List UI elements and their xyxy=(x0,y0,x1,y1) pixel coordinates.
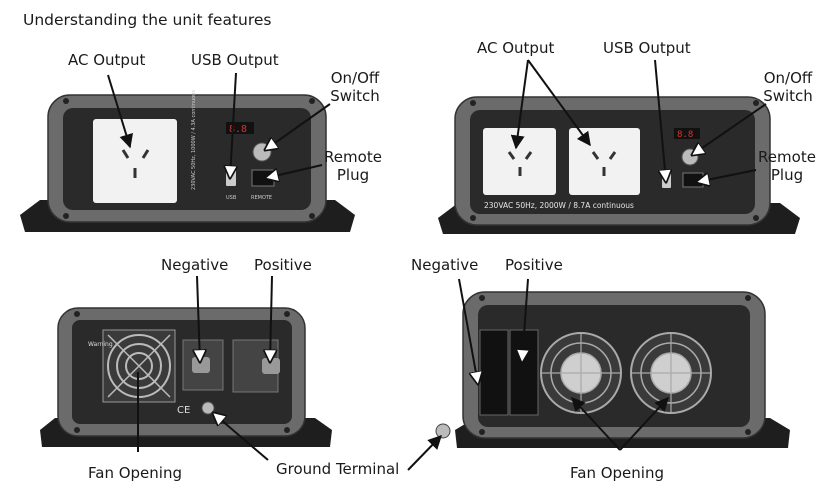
ce-marking: CE xyxy=(177,405,190,416)
on-off-switch-label-line1: On/Off xyxy=(330,69,380,87)
large-rating-marking: 230VAC 50Hz, 2000W / 8.7A continuous xyxy=(484,201,634,210)
large-unit-front: 8.8 xyxy=(438,96,800,234)
on-off-switch xyxy=(252,142,272,162)
usb-output-label-2: USB Output xyxy=(603,39,691,57)
remote-marking: REMOTE xyxy=(251,195,272,201)
positive-label: Positive xyxy=(254,256,312,274)
fan-grille-2 xyxy=(630,332,712,414)
ac-output-label-2: AC Output xyxy=(477,39,555,57)
svg-text:8.8: 8.8 xyxy=(677,130,693,140)
on-off-switch-label-line2: Switch xyxy=(330,87,380,105)
positive-label-2: Positive xyxy=(505,256,563,274)
small-unit-rear xyxy=(40,307,332,447)
ac-outlet-2 xyxy=(569,128,640,195)
ac-outlet-1 xyxy=(483,128,556,195)
remote-plug-label-2-line1: Remote xyxy=(758,148,816,166)
svg-text:8.8: 8.8 xyxy=(229,124,247,135)
callout-arrows xyxy=(107,59,767,471)
remote-plug-label-line1: Remote xyxy=(324,148,382,166)
ac-outlet xyxy=(93,119,177,203)
ground-terminal xyxy=(201,401,215,415)
fan-grille xyxy=(102,329,176,403)
ground-terminal-label: Ground Terminal xyxy=(276,460,400,478)
warning-marking: Warning xyxy=(88,341,113,348)
on-off-switch-label-2-line1: On/Off xyxy=(763,69,813,87)
on-off-switch-label-2: On/Off Switch xyxy=(758,69,818,105)
ground-terminal xyxy=(435,423,451,439)
ac-output-label: AC Output xyxy=(68,51,146,69)
remote-plug-label-2: Remote Plug xyxy=(754,148,820,184)
remote-plug xyxy=(682,172,704,188)
on-off-switch-label-2-line2: Switch xyxy=(763,87,813,105)
fan-opening-label-2: Fan Opening xyxy=(570,464,664,482)
remote-plug-label-line2: Plug xyxy=(336,166,370,184)
remote-plug-label: Remote Plug xyxy=(320,148,386,184)
usb-output-label: USB Output xyxy=(191,51,279,69)
remote-plug xyxy=(251,169,275,187)
on-off-switch-label: On/Off Switch xyxy=(325,69,385,105)
page-heading: Understanding the unit features xyxy=(23,11,272,29)
fan-grille-1 xyxy=(540,332,622,414)
negative-label-2: Negative xyxy=(411,256,479,274)
fan-opening-label: Fan Opening xyxy=(88,464,182,482)
small-unit-front: 8.8 xyxy=(20,94,355,232)
negative-terminal-block xyxy=(479,329,509,416)
usb-marking: USB xyxy=(226,195,237,201)
remote-plug-label-2-line2: Plug xyxy=(770,166,804,184)
small-rating-marking: 230VAC 50Hz, 1000W / 4.3A continuous xyxy=(191,90,197,190)
large-unit-rear xyxy=(435,291,790,448)
negative-label: Negative xyxy=(161,256,229,274)
